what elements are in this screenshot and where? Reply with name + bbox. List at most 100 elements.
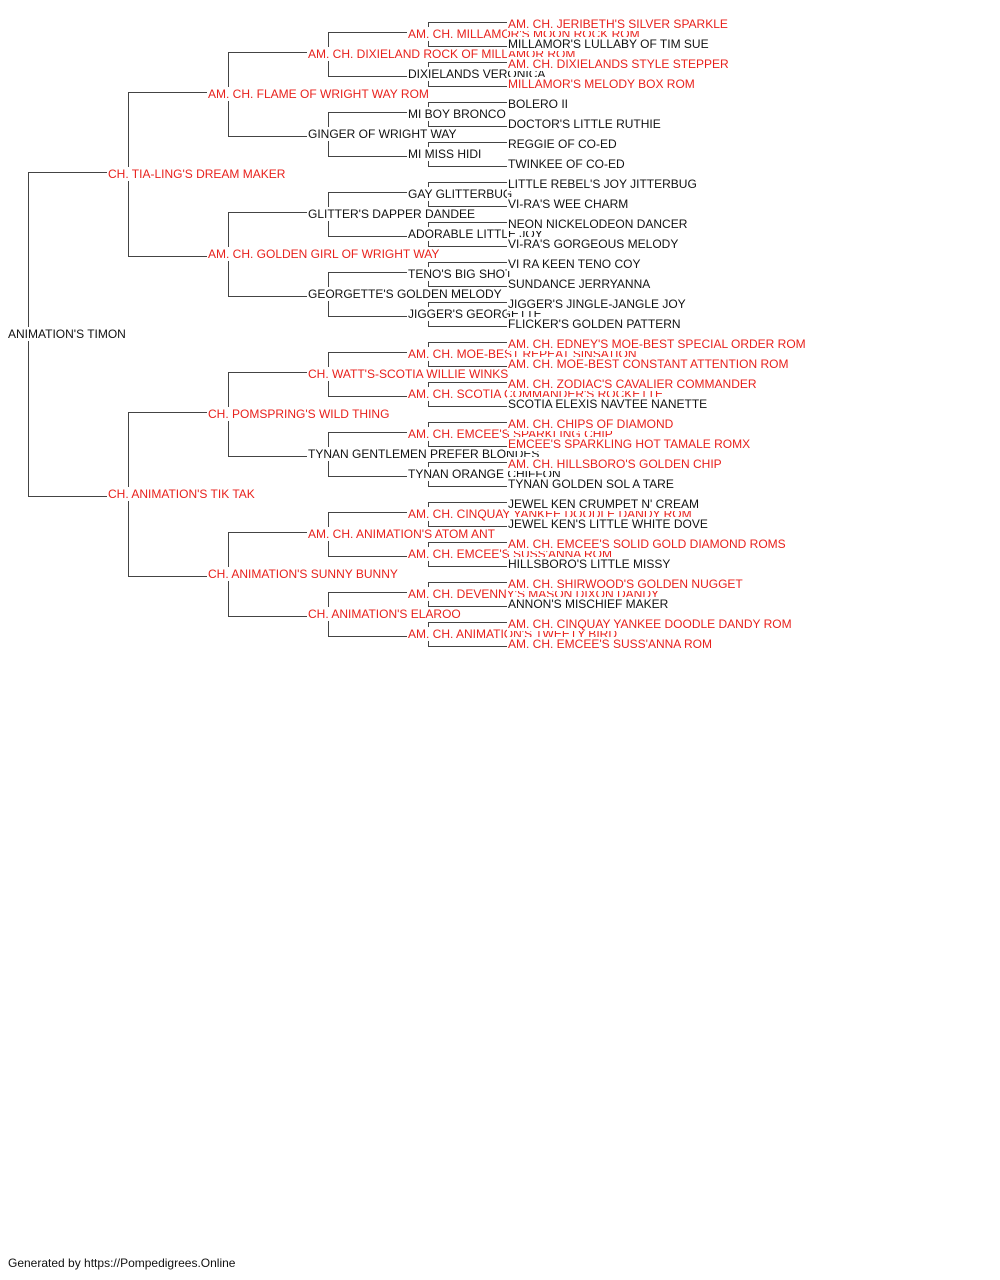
connector-sire (428, 422, 508, 423)
ancestor-gen5-name: AM. CH. SHIRWOOD'S GOLDEN NUGGET (507, 577, 744, 591)
ancestor-gen2-name: AM. CH. FLAME OF WRIGHT WAY ROM (207, 87, 430, 101)
ancestor-gen2-name: CH. POMSPRING'S WILD THING (207, 407, 391, 421)
ancestor-gen5-name: AM. CH. EMCEE'S SUSS'ANNA ROM (507, 637, 713, 651)
ancestor-gen3-name: AM. CH. ANIMATION'S ATOM ANT (307, 527, 496, 541)
connector-dam (428, 486, 508, 487)
connector-dam (428, 366, 508, 367)
ancestor-gen3-name: TYNAN GENTLEMEN PREFER BLONDES (307, 447, 541, 461)
connector-dam (428, 566, 508, 567)
ancestor-gen5-name: VI-RA'S GORGEOUS MELODY (507, 237, 680, 251)
ancestor-gen5-name: VI RA KEEN TENO COY (507, 257, 642, 271)
connector-dam (228, 296, 308, 297)
connector-sire (428, 582, 508, 583)
connector-sire (428, 222, 508, 223)
ancestor-gen5-name: AM. CH. EDNEY'S MOE-BEST SPECIAL ORDER R… (507, 337, 807, 351)
connector-dam (228, 616, 308, 617)
connector-sire (328, 512, 408, 513)
ancestor-gen5-name: AM. CH. CHIPS OF DIAMOND (507, 417, 675, 431)
ancestor-gen5-name: AM. CH. EMCEE'S SOLID GOLD DIAMOND ROMS (507, 537, 787, 551)
connector-sire (428, 382, 508, 383)
ancestor-gen5-name: FLICKER'S GOLDEN PATTERN (507, 317, 682, 331)
connector-dam (328, 476, 408, 477)
ancestor-gen5-name: MILLAMOR'S MELODY BOX ROM (507, 77, 696, 91)
connector-dam (428, 166, 508, 167)
connector-sire (428, 502, 508, 503)
connector-dam (428, 406, 508, 407)
ancestor-gen1-name: CH. TIA-LING'S DREAM MAKER (107, 167, 287, 181)
generated-by-footer: Generated by https://Pompedigrees.Online (8, 1256, 236, 1270)
ancestor-gen5-name: MILLAMOR'S LULLABY OF TIM SUE (507, 37, 710, 51)
connector-sire (328, 272, 408, 273)
ancestor-gen4-name: GAY GLITTERBUG (407, 187, 514, 201)
connector-dam (328, 636, 408, 637)
connector-sire (428, 542, 508, 543)
connector-dam (328, 236, 408, 237)
connector-sire (228, 52, 308, 53)
connector-dam (328, 156, 408, 157)
connector-dam (228, 136, 308, 137)
ancestor-gen5-name: SCOTIA ELEXIS NAVTEE NANETTE (507, 397, 709, 411)
connector-dam (428, 646, 508, 647)
ancestor-gen5-name: SUNDANCE JERRYANNA (507, 277, 652, 291)
ancestor-gen5-name: NEON NICKELODEON DANCER (507, 217, 689, 231)
connector-dam (428, 86, 508, 87)
ancestor-gen5-name: HILLSBORO'S LITTLE MISSY (507, 557, 672, 571)
connector-sire (328, 592, 408, 593)
ancestor-gen5-name: AM. CH. HILLSBORO'S GOLDEN CHIP (507, 457, 723, 471)
connector-dam (328, 556, 408, 557)
connector-sire (428, 142, 508, 143)
ancestor-gen5-name: AM. CH. JERIBETH'S SILVER SPARKLE (507, 17, 729, 31)
connector-dam (428, 246, 508, 247)
ancestor-gen5-name: EMCEE'S SPARKLING HOT TAMALE ROMX (507, 437, 752, 451)
ancestor-gen3-name: GINGER OF WRIGHT WAY (307, 127, 458, 141)
connector-dam (328, 76, 408, 77)
connector-dam (328, 316, 408, 317)
connector-dam (228, 456, 308, 457)
ancestor-gen5-name: JIGGER'S JINGLE-JANGLE JOY (507, 297, 687, 311)
connector-dam (428, 286, 508, 287)
connector-sire (328, 112, 408, 113)
connector-dam (428, 606, 508, 607)
ancestor-gen5-name: AM. CH. ZODIAC'S CAVALIER COMMANDER (507, 377, 758, 391)
connector-dam (428, 326, 508, 327)
connector-dam (28, 496, 108, 497)
connector-sire (428, 342, 508, 343)
ancestor-gen4-name: MI MISS HIDI (407, 147, 483, 161)
connector-sire (328, 432, 408, 433)
ancestor-gen3-name: GEORGETTE'S GOLDEN MELODY (307, 287, 503, 301)
connector-sire (328, 32, 408, 33)
ancestor-gen2-name: AM. CH. GOLDEN GIRL OF WRIGHT WAY (207, 247, 441, 261)
connector-dam (428, 206, 508, 207)
connector-dam (428, 126, 508, 127)
ancestor-gen5-name: TYNAN GOLDEN SOL A TARE (507, 477, 675, 491)
ancestor-gen5-name: JEWEL KEN CRUMPET N' CREAM (507, 497, 700, 511)
ancestor-gen5-name: REGGIE OF CO-ED (507, 137, 618, 151)
connector-dam (128, 576, 208, 577)
ancestor-gen5-name: AM. CH. MOE-BEST CONSTANT ATTENTION ROM (507, 357, 790, 371)
ancestor-gen5-name: ANNON'S MISCHIEF MAKER (507, 597, 670, 611)
ancestor-gen5-name: LITTLE REBEL'S JOY JITTERBUG (507, 177, 698, 191)
connector-sire (328, 352, 408, 353)
ancestor-gen5-name: AM. CH. CINQUAY YANKEE DOODLE DANDY ROM (507, 617, 793, 631)
ancestor-gen5-name: BOLERO II (507, 97, 570, 111)
ancestor-gen5-name: TWINKEE OF CO-ED (507, 157, 626, 171)
connector-dam (428, 46, 508, 47)
connector-dam (428, 446, 508, 447)
connector-dam (328, 396, 408, 397)
ancestor-gen3-name: GLITTER'S DAPPER DANDEE (307, 207, 476, 221)
connector-sire (228, 372, 308, 373)
connector-sire (428, 462, 508, 463)
connector-sire (428, 182, 508, 183)
connector-sire (128, 412, 208, 413)
ancestor-gen5-name: VI-RA'S WEE CHARM (507, 197, 630, 211)
connector-sire (228, 212, 308, 213)
connector-sire (428, 302, 508, 303)
ancestor-gen5-name: DOCTOR'S LITTLE RUTHIE (507, 117, 662, 131)
connector-dam (128, 256, 208, 257)
connector-sire (428, 22, 508, 23)
connector-sire (228, 532, 308, 533)
connector-sire (428, 622, 508, 623)
connector-sire (328, 192, 408, 193)
ancestor-gen4-name: MI BOY BRONCO (407, 107, 507, 121)
connector-sire (128, 92, 208, 93)
